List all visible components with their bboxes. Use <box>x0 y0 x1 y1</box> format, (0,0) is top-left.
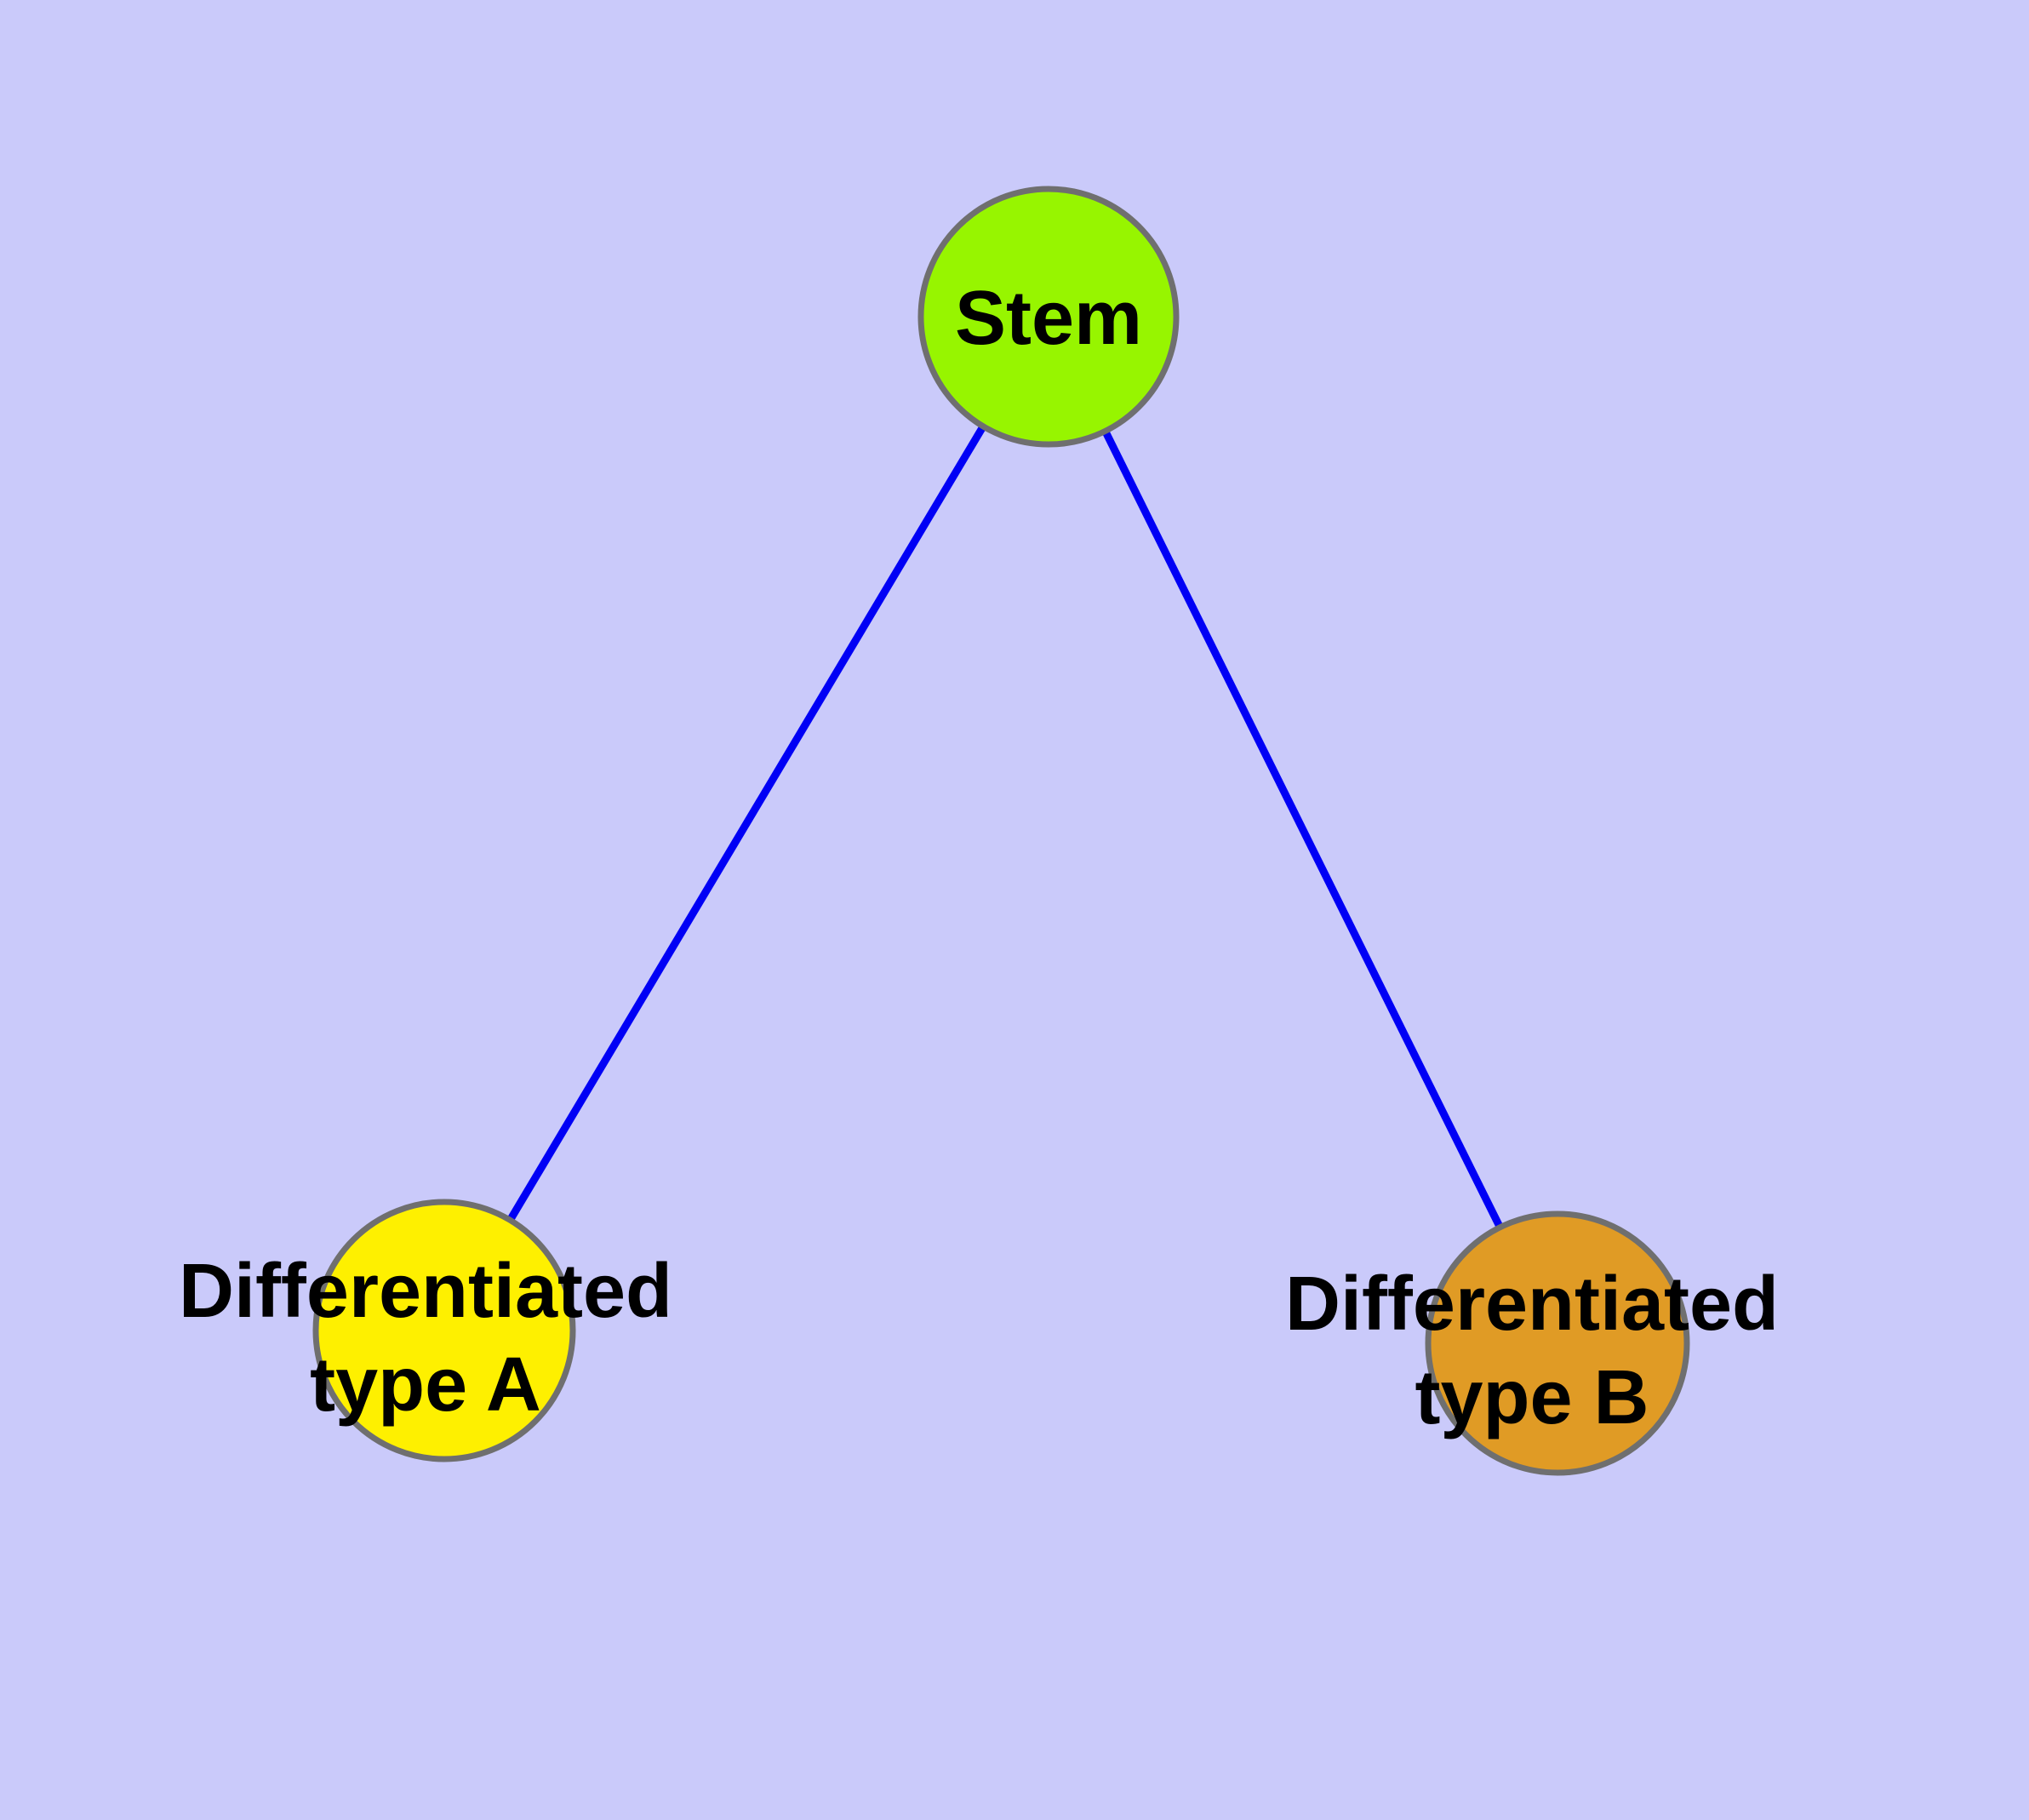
edge-stem-to-type-b <box>1044 315 1562 1345</box>
node-stem-label: Stem <box>955 276 1142 361</box>
node-type-b-label-line1: Differentiated <box>1285 1262 1779 1347</box>
node-differentiated-type-a[interactable] <box>312 1199 576 1462</box>
node-type-a-label-line1: Differentiated <box>179 1249 672 1334</box>
node-type-a-label-line2: type A <box>310 1342 541 1428</box>
node-differentiated-type-b[interactable] <box>1425 1210 1690 1476</box>
node-stem[interactable] <box>917 186 1180 448</box>
edge-stem-to-type-a <box>441 314 1052 1333</box>
node-type-b-label-line2: type B <box>1415 1355 1649 1440</box>
